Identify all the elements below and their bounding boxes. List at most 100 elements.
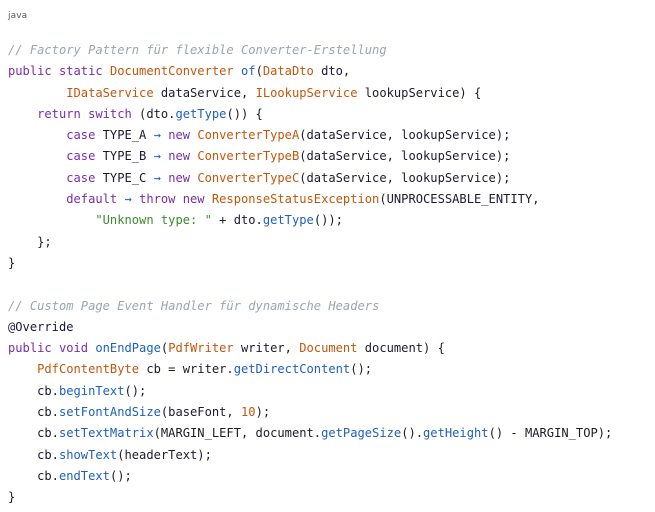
code-line: default → throw new ResponseStatusExcept… <box>8 189 612 210</box>
code-token: // Custom Page Event Handler für dynamis… <box>8 298 380 313</box>
code-token: (dataService, lookupService); <box>299 149 511 164</box>
code-token: (baseFont, <box>160 405 241 420</box>
code-line: public void onEndPage(PdfWriter writer, … <box>8 338 612 359</box>
code-token: ConverterTypeA <box>197 128 300 143</box>
code-token: → <box>153 128 161 143</box>
code-line: case TYPE_A → new ConverterTypeA(dataSer… <box>8 125 612 146</box>
code-token: → <box>153 170 161 185</box>
code-token: getType <box>175 106 227 121</box>
code-token: getPageSize <box>321 426 402 441</box>
code-token <box>8 362 37 376</box>
code-token: lookupService) { <box>357 85 482 100</box>
code-token: "Unknown type: " <box>95 213 212 228</box>
code-token: (headerText); <box>117 447 212 462</box>
code-token: throw new <box>139 192 205 207</box>
code-token: PdfWriter <box>168 341 234 356</box>
code-token: ResponseStatusException <box>211 192 380 207</box>
code-token: dataService, <box>153 85 256 100</box>
code-token: case <box>66 170 96 185</box>
code-token <box>8 192 66 206</box>
code-token: ConverterTypeB <box>197 149 300 164</box>
code-line: case TYPE_C → new ConverterTypeC(dataSer… <box>8 168 612 189</box>
code-token: Document <box>299 341 358 356</box>
code-line: }; <box>8 232 612 253</box>
code-token: → <box>153 149 161 164</box>
code-token <box>117 192 124 206</box>
code-token: getHeight <box>423 426 489 441</box>
code-token: cb. <box>8 426 59 441</box>
code-token: new <box>168 128 191 143</box>
code-token <box>8 128 66 142</box>
code-token: getType <box>262 213 314 228</box>
code-language-label: java <box>8 11 28 21</box>
code-line: // Factory Pattern für flexible Converte… <box>8 40 612 61</box>
code-token: public static <box>8 64 110 79</box>
code-line: cb.endText(); <box>8 466 612 487</box>
code-token: cb. <box>8 468 59 483</box>
code-token: (dataService, lookupService); <box>299 170 511 185</box>
code-token <box>8 149 66 163</box>
code-token: ( <box>160 341 169 356</box>
code-token <box>8 171 66 185</box>
code-token: return switch <box>37 106 132 121</box>
code-token: new <box>168 170 191 185</box>
code-token: TYPE_B <box>95 149 154 164</box>
code-token: showText <box>58 447 118 462</box>
code-token <box>205 192 212 206</box>
code-line: cb.setFontAndSize(baseFont, 10); <box>8 402 612 423</box>
code-token: 10 <box>241 405 256 420</box>
code-token: endText <box>58 468 110 483</box>
code-token <box>234 64 241 78</box>
code-token: of <box>241 64 256 79</box>
code-token: (); <box>124 383 147 398</box>
code-token: document) { <box>357 341 445 356</box>
code-token: TYPE_A <box>95 128 154 143</box>
code-token: cb. <box>8 383 59 398</box>
code-token: ()); <box>313 213 343 228</box>
code-token: ( <box>255 64 263 79</box>
code-line: ​ <box>8 274 612 295</box>
code-token: @Override <box>8 319 74 334</box>
code-token: } <box>8 255 16 270</box>
code-token <box>8 213 95 227</box>
code-line: IDataService dataService, ILookupService… <box>8 83 612 104</box>
code-token: IDataService <box>66 85 154 100</box>
code-token: case <box>66 149 96 164</box>
code-token <box>8 86 66 100</box>
code-token: TYPE_C <box>95 170 154 185</box>
code-line: // Custom Page Event Handler für dynamis… <box>8 296 612 317</box>
code-token: DataDto <box>262 64 314 79</box>
code-token: } <box>8 490 16 505</box>
code-token: cb. <box>8 447 59 462</box>
code-token: setFontAndSize <box>58 405 161 420</box>
code-token: onEndPage <box>95 341 161 356</box>
code-token: (); <box>109 468 132 483</box>
code-token: }; <box>8 234 52 249</box>
code-line: } <box>8 487 612 508</box>
code-token: beginText <box>58 383 125 398</box>
code-token: (); <box>350 362 373 377</box>
code-line: cb.setTextMatrix(MARGIN_LEFT, document.g… <box>8 423 612 444</box>
code-token: cb. <box>8 405 59 420</box>
code-token: DocumentConverter <box>109 64 234 79</box>
code-token: PdfContentByte <box>37 362 140 377</box>
code-token: writer, <box>233 341 300 356</box>
code-body: // Factory Pattern für flexible Converte… <box>8 40 612 509</box>
code-token: setTextMatrix <box>58 426 154 441</box>
code-token: case <box>66 128 96 143</box>
code-token: // Factory Pattern für flexible Converte… <box>8 43 387 57</box>
code-token: dto, <box>313 64 351 79</box>
code-token: (MARGIN_LEFT, document. <box>153 426 322 441</box>
code-token: ); <box>255 405 271 420</box>
code-token: default <box>66 192 118 207</box>
code-line: return switch (dto.getType()) { <box>8 104 612 125</box>
code-token: cb = writer. <box>139 362 234 377</box>
code-token: (dto. <box>131 106 176 121</box>
code-token <box>8 107 37 121</box>
code-token: (). <box>401 426 424 441</box>
code-token: (UNPROCESSABLE_ENTITY, <box>379 192 540 207</box>
code-token: () - MARGIN_TOP); <box>488 426 613 441</box>
code-token: new <box>168 149 191 164</box>
code-line: "Unknown type: " + dto.getType()); <box>8 210 612 231</box>
